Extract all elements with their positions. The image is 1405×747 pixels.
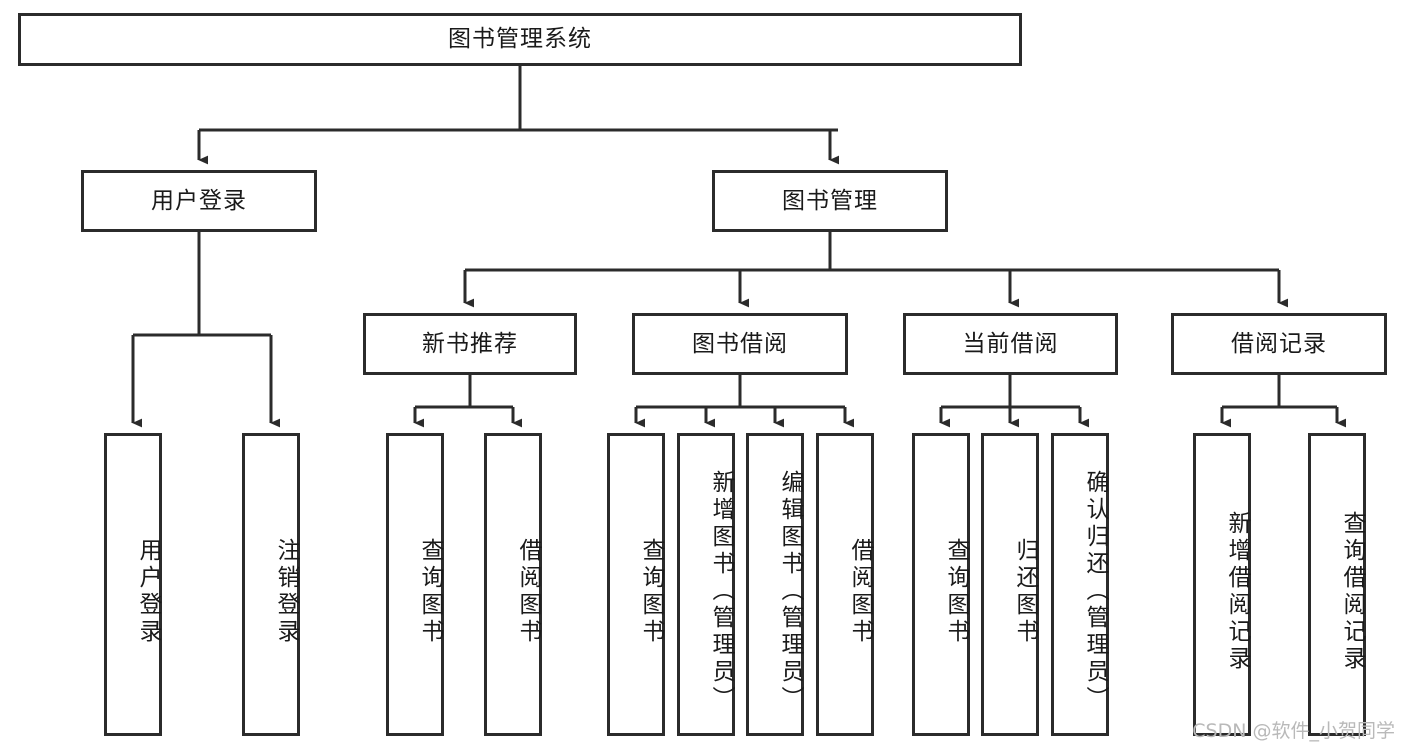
node-current-borrow-label: 当前借阅 [962, 330, 1059, 357]
node-user-login[interactable]: 用户登录 [81, 170, 317, 232]
leaf-user-login-label: 用户登录 [135, 537, 161, 646]
leaf-logout-label: 注销登录 [273, 537, 299, 646]
leaf-query-book-2[interactable]: 查询图书 [607, 433, 665, 736]
leaf-add-record[interactable]: 新增借阅记录 [1193, 433, 1251, 736]
node-book-borrow-label: 图书借阅 [692, 330, 788, 357]
leaf-return-book-label: 归还图书 [1012, 537, 1038, 646]
leaf-query-record-label: 查询借阅记录 [1339, 510, 1365, 673]
leaf-query-book-3-label: 查询图书 [943, 537, 969, 646]
node-book-manage-label: 图书管理 [782, 187, 878, 214]
leaf-query-book-3[interactable]: 查询图书 [912, 433, 970, 736]
leaf-return-book[interactable]: 归还图书 [981, 433, 1039, 736]
node-new-book-rec-label: 新书推荐 [422, 330, 518, 357]
leaf-borrow-book-2[interactable]: 借阅图书 [816, 433, 874, 736]
node-root-label: 图书管理系统 [448, 26, 592, 52]
node-book-manage[interactable]: 图书管理 [712, 170, 948, 232]
node-user-login-label: 用户登录 [151, 187, 247, 214]
leaf-user-login[interactable]: 用户登录 [104, 433, 162, 736]
node-borrow-record[interactable]: 借阅记录 [1171, 313, 1387, 375]
node-borrow-record-label: 借阅记录 [1231, 330, 1327, 357]
leaf-confirm-return-label: 确认归还（管理员） [1082, 470, 1108, 713]
leaf-borrow-book-2-label: 借阅图书 [847, 537, 873, 646]
leaf-edit-book-label: 编辑图书（管理员） [777, 470, 803, 713]
csdn-watermark: CSDN @软件_小贺同学 [1192, 720, 1395, 742]
node-root[interactable]: 图书管理系统 [18, 13, 1022, 66]
node-current-borrow[interactable]: 当前借阅 [903, 313, 1118, 375]
leaf-query-book-1-label: 查询图书 [417, 537, 443, 646]
leaf-edit-book[interactable]: 编辑图书（管理员） [746, 433, 804, 736]
leaf-query-book-1[interactable]: 查询图书 [386, 433, 444, 736]
leaf-logout[interactable]: 注销登录 [242, 433, 300, 736]
node-new-book-rec[interactable]: 新书推荐 [363, 313, 577, 375]
leaf-query-record[interactable]: 查询借阅记录 [1308, 433, 1366, 736]
leaf-add-record-label: 新增借阅记录 [1224, 510, 1250, 673]
leaf-add-book[interactable]: 新增图书（管理员） [677, 433, 735, 736]
leaf-borrow-book-1[interactable]: 借阅图书 [484, 433, 542, 736]
leaf-confirm-return[interactable]: 确认归还（管理员） [1051, 433, 1109, 736]
leaf-borrow-book-1-label: 借阅图书 [515, 537, 541, 646]
leaf-add-book-label: 新增图书（管理员） [708, 470, 734, 713]
node-book-borrow[interactable]: 图书借阅 [632, 313, 848, 375]
leaf-query-book-2-label: 查询图书 [638, 537, 664, 646]
